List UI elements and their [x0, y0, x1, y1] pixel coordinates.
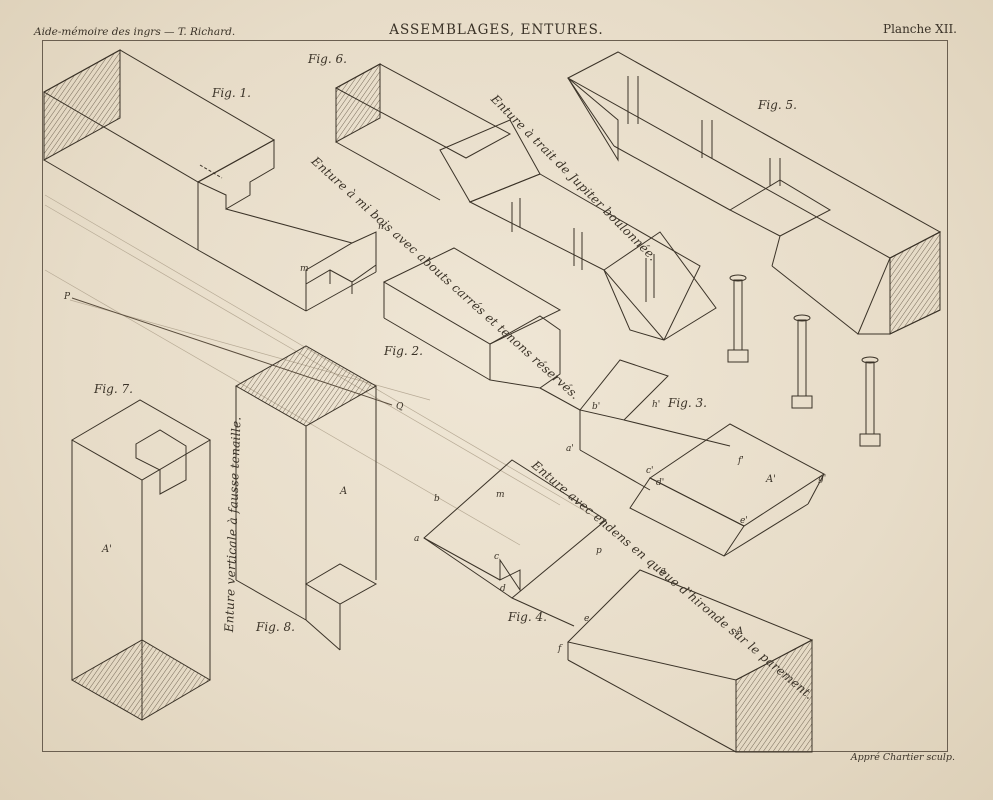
letter-A-fig3: A' — [766, 474, 776, 485]
bolts-drawing — [727, 274, 881, 447]
plate-number: Planche XII. — [883, 22, 957, 36]
letter-d: d — [500, 584, 506, 594]
letter-g: g — [660, 566, 666, 576]
fig5-label: Fig. 5. — [758, 98, 797, 112]
fig3-label: Fig. 3. — [668, 396, 707, 410]
letter-a2: a' — [566, 444, 574, 454]
fig6-label: Fig. 6. — [308, 52, 347, 66]
plate-frame — [42, 40, 948, 752]
letter-A-fig8: A — [340, 486, 348, 497]
plate-title: ASSEMBLAGES, ENTURES. — [389, 22, 604, 38]
letter-g2: g' — [818, 474, 827, 484]
letter-Q: Q — [396, 402, 404, 412]
letter-n: n — [378, 222, 384, 232]
letter-m: m — [300, 264, 309, 274]
letter-h2: h' — [652, 400, 661, 410]
fig3-drawing — [629, 423, 825, 557]
letter-f: f — [558, 644, 562, 654]
letter-P: P — [64, 292, 71, 302]
letter-f2: f' — [738, 456, 744, 466]
letter-b: b — [434, 494, 440, 504]
letter-b2: b' — [592, 402, 601, 412]
fig8-drawing — [234, 345, 378, 651]
fig7-label: Fig. 7. — [94, 382, 133, 396]
letter-a4: a — [414, 534, 420, 544]
letter-p: p — [596, 546, 602, 556]
letter-A-fig4: A — [736, 626, 744, 637]
fig1-label: Fig. 1. — [212, 86, 251, 100]
fig2-label: Fig. 2. — [384, 344, 423, 358]
letter-m4: m — [496, 490, 505, 500]
fig4-label: Fig. 4. — [508, 610, 547, 624]
letter-c: c — [494, 552, 500, 562]
fig1-drawing — [42, 49, 377, 312]
header-author: Aide-mémoire des ingrs — T. Richard. — [34, 26, 236, 38]
fig7-drawing — [70, 399, 211, 721]
fig8-label: Fig. 8. — [256, 620, 295, 634]
letter-d2: d' — [656, 478, 665, 488]
fig5-drawing — [566, 51, 942, 335]
fig4-drawing — [423, 459, 814, 753]
engraver-credit: Appré Chartier sculp. — [850, 752, 955, 763]
letter-c2: c' — [646, 466, 654, 476]
fig6-drawing — [334, 63, 717, 341]
letter-e: e — [584, 614, 590, 624]
fig2-drawing — [382, 247, 731, 491]
letter-e2: e' — [740, 516, 748, 526]
letter-A-fig7: A' — [102, 544, 112, 555]
